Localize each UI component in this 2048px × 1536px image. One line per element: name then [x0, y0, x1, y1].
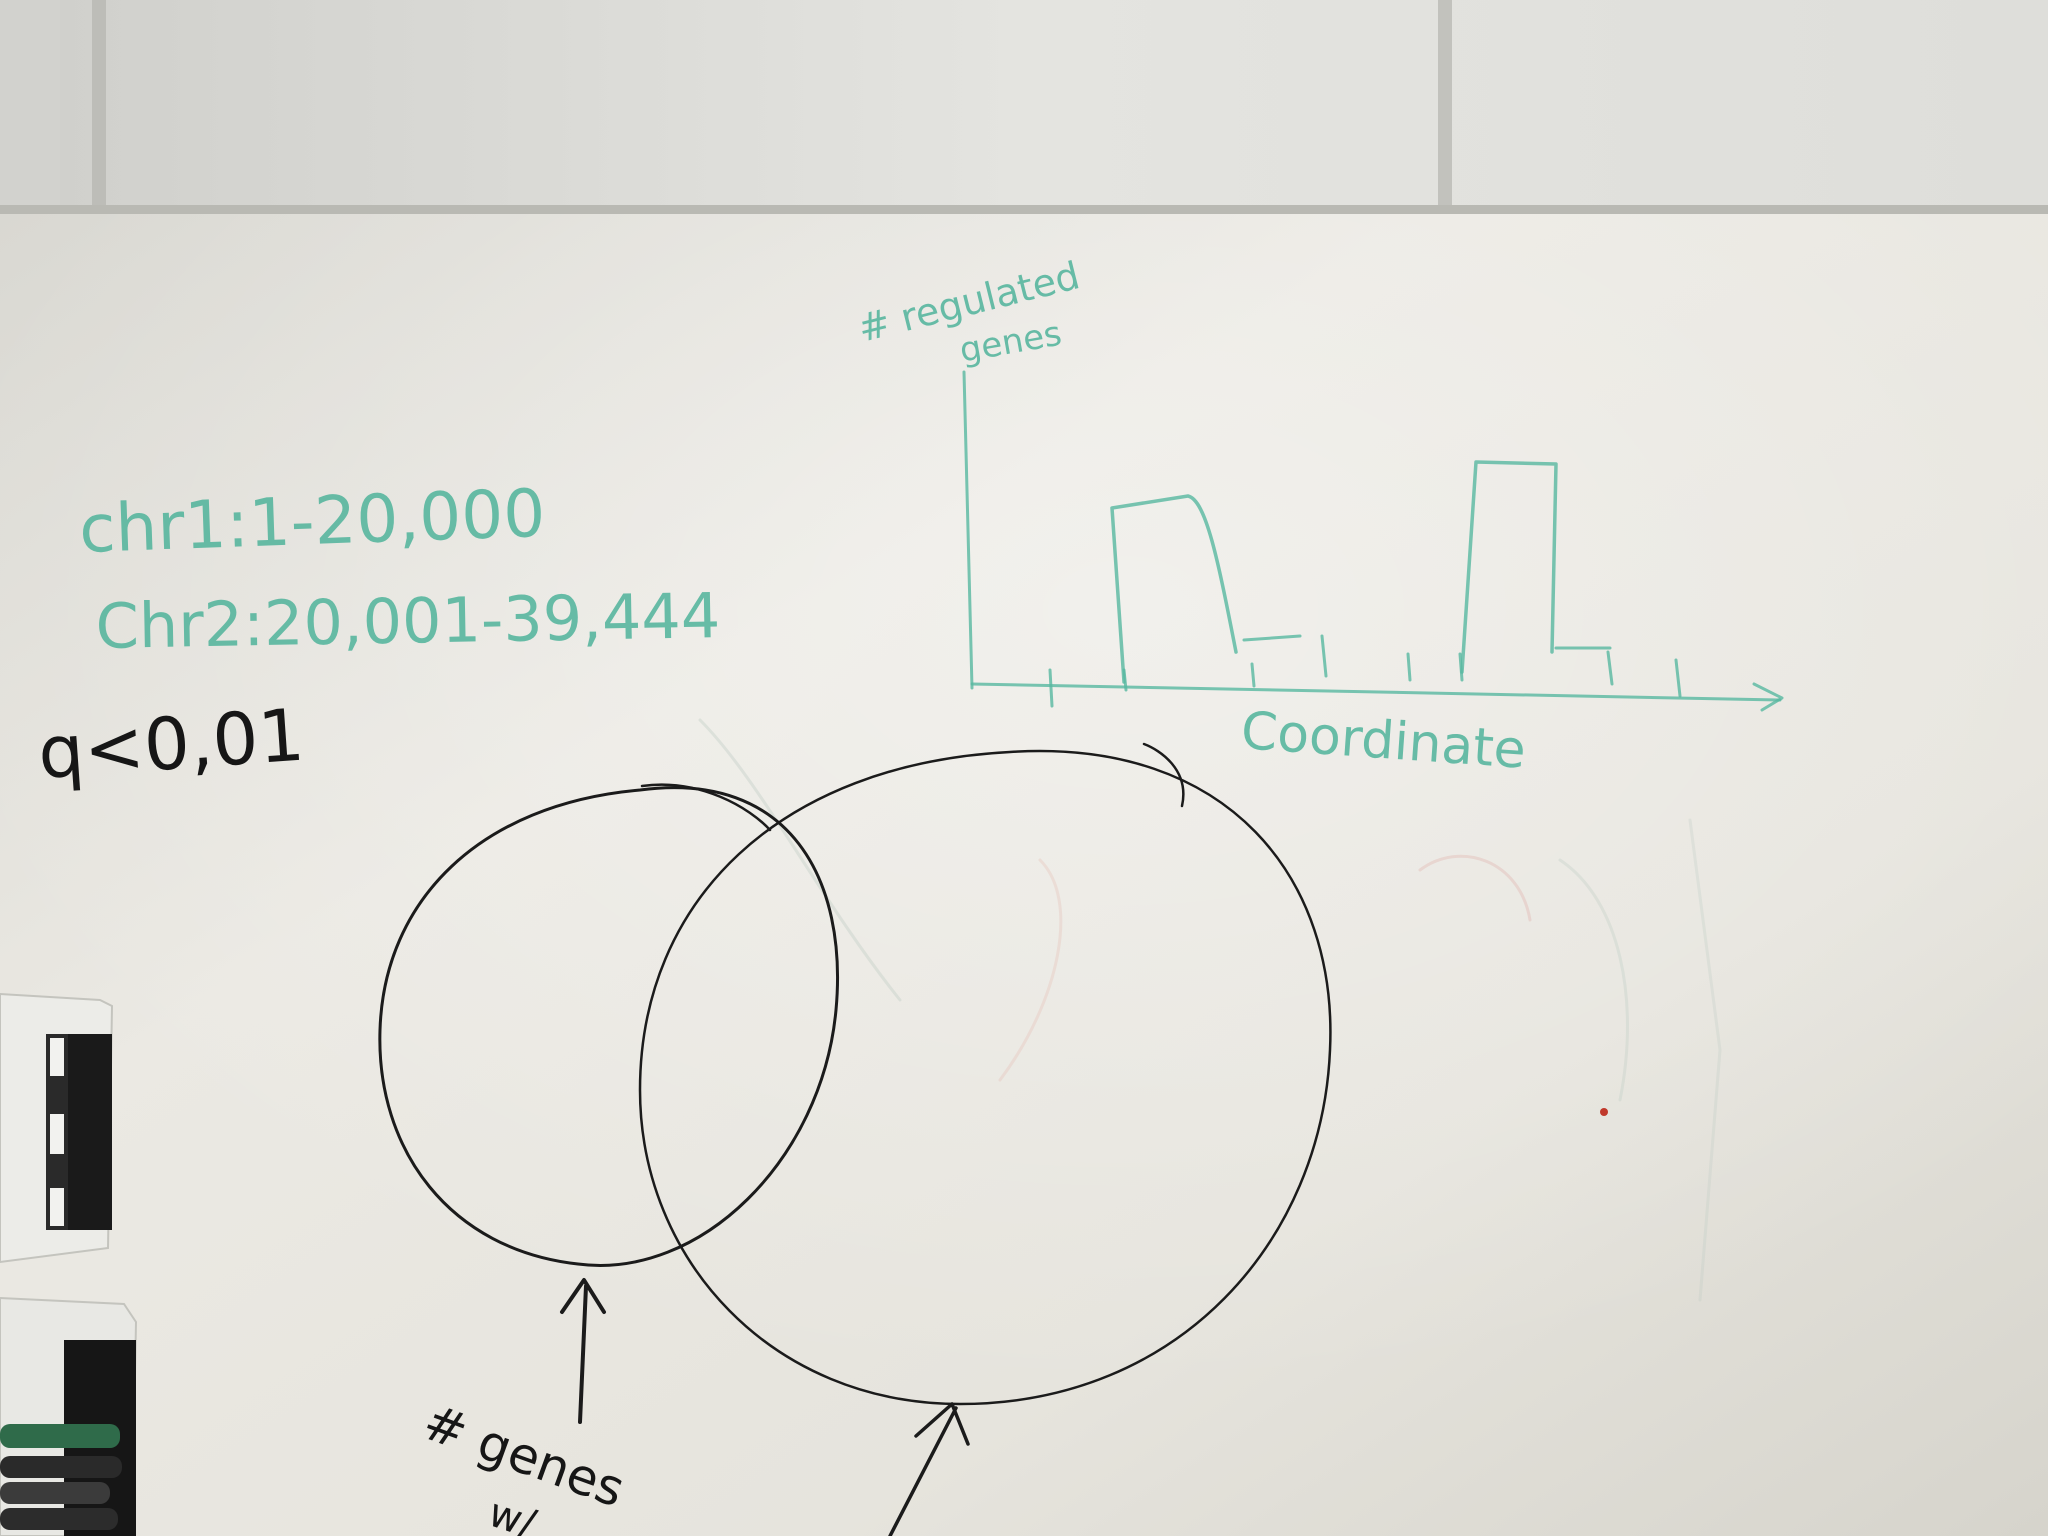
chart-bar-2: [1460, 460, 1558, 674]
wall-edge-left: [0, 0, 60, 212]
venn-circle-left: [378, 786, 840, 1267]
ghost-marks: [698, 718, 1722, 1302]
venn-circle-left-overdraw: [640, 783, 772, 832]
chart-ticks: [1048, 634, 1682, 708]
chart-bar-1: [1110, 494, 1238, 684]
wall-seam-left: [92, 0, 106, 212]
venn-arrow-right: [888, 1402, 970, 1536]
note-threshold: q<0,01: [35, 693, 307, 795]
venn-circle-right-overdraw: [1142, 742, 1185, 808]
wall-seam-right: [1438, 0, 1452, 212]
chart-x-axis-arrowhead: [1752, 682, 1784, 712]
chart-y-axis: [962, 370, 974, 690]
eraser-icon: [0, 1296, 138, 1536]
wall: [0, 0, 2048, 212]
note-chr2: Chr2:20,001-39,444: [95, 579, 721, 663]
venn-arrow-left: [560, 1278, 606, 1424]
venn-circle-right: [638, 749, 1332, 1406]
note-chr1: chr1:1-20,000: [78, 475, 547, 568]
board-frame-top: [0, 205, 2048, 215]
chart-x-axis: [970, 682, 1782, 702]
chart-segment-low-1: [1242, 634, 1302, 642]
board-glare: [0, 214, 2048, 1536]
marker-holder-icon: [0, 992, 114, 1264]
